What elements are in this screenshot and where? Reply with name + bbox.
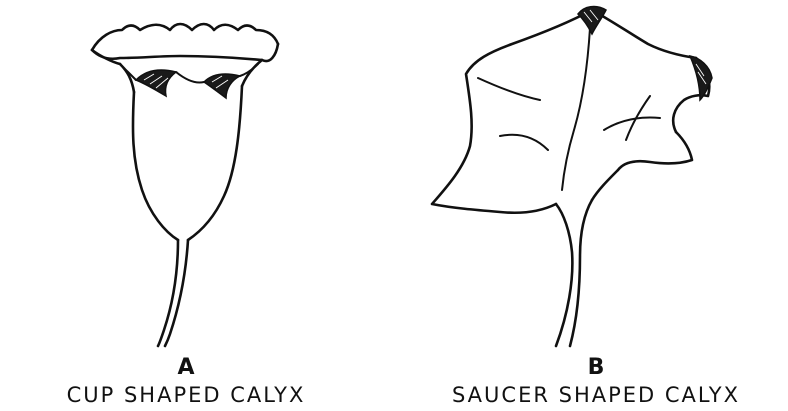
figure-a-letter: A [177, 355, 194, 380]
figure-b-caption: SAUCER SHAPED CALYX [452, 383, 740, 407]
figure-b-letter: B [588, 355, 605, 380]
figure-a-caption: CUP SHAPED CALYX [67, 383, 306, 407]
cup-shaped-calyx-icon [92, 24, 278, 346]
saucer-shaped-calyx-icon [432, 7, 712, 346]
